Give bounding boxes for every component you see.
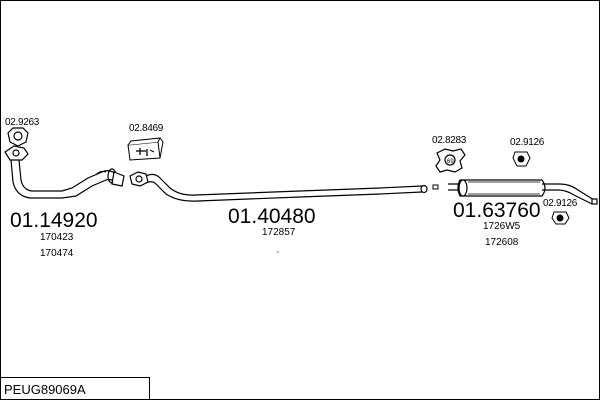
diagram-code-box: PEUG89069A	[0, 377, 150, 399]
part-number-front-pipe: 01.14920	[10, 209, 98, 232]
rear-silencer-drawing	[448, 179, 598, 205]
svg-text:69: 69	[447, 159, 454, 165]
part-number-middle-pipe: 01.40480	[228, 205, 316, 228]
part-number-rear-silencer: 01.63760	[453, 199, 541, 222]
rubber-mount-icon	[551, 211, 570, 225]
mounting-kit-label: 02.8469	[129, 123, 164, 134]
rubber-mount-icon	[512, 151, 531, 167]
clamp-label: 02.8283	[432, 135, 467, 146]
ref-number: 172608	[485, 237, 519, 248]
ref-number: 172857	[262, 227, 296, 238]
diagram-code: PEUG89069A	[4, 382, 86, 397]
middle-pipe-drawing	[129, 171, 428, 202]
ref-number: 170474	[40, 248, 74, 259]
mounting-kit-box-icon	[127, 137, 164, 161]
rubber-mount-top-label: 02.9126	[510, 137, 545, 148]
ref-number: 1726W5	[483, 221, 521, 232]
rubber-mount-bottom-label: 02.9126	[543, 198, 578, 209]
gasket-icon	[7, 127, 29, 147]
ref-number: 170423	[40, 232, 74, 243]
small-gasket-icon	[432, 184, 439, 190]
front-pipe-drawing	[4, 145, 125, 199]
gasket-label: 02.9263	[5, 117, 40, 128]
clamp-icon: 69	[435, 148, 466, 173]
